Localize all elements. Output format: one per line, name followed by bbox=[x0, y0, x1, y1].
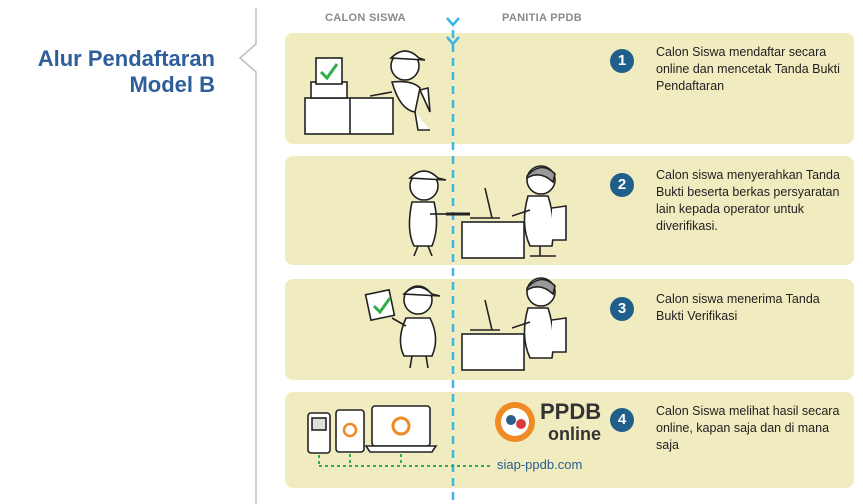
page-title-line2: Model B bbox=[129, 72, 215, 97]
logo-sub: online bbox=[548, 424, 601, 444]
step-number-1: 1 bbox=[610, 49, 634, 73]
student-submitting-icon bbox=[408, 170, 470, 257]
bracket-divider bbox=[238, 8, 257, 504]
website-link[interactable]: siap-ppdb.com bbox=[497, 457, 583, 472]
student-printing-icon bbox=[304, 50, 431, 135]
step-text-4: Calon Siswa melihat hasil secara online,… bbox=[656, 404, 840, 452]
column-header-panitia-ppdb: PANITIA PPDB bbox=[502, 12, 582, 24]
page-title-line1: Alur Pendaftaran bbox=[37, 46, 215, 71]
operator-verifying-icon bbox=[461, 277, 567, 371]
logo-brand: PPDB bbox=[540, 399, 602, 424]
chevron-down-icon bbox=[446, 17, 460, 27]
step-text-3: Calon siswa menerima Tanda Bukti Verifik… bbox=[656, 292, 820, 323]
step-text-2: Calon siswa menyerahkan Tanda Bukti bese… bbox=[656, 168, 840, 233]
step-number-3: 3 bbox=[610, 297, 634, 321]
step-panel-2 bbox=[285, 156, 854, 265]
step-number-4: 4 bbox=[610, 408, 634, 432]
network-dashed-lines bbox=[318, 454, 490, 467]
column-header-calon-siswa: CALON SISWA bbox=[325, 12, 406, 24]
ppdb-logo-icon bbox=[495, 402, 535, 442]
step-text-1: Calon Siswa mendaftar secara online dan … bbox=[656, 45, 840, 93]
devices-icon bbox=[307, 405, 438, 454]
operator-at-desk-icon bbox=[461, 165, 567, 259]
step-number-2: 2 bbox=[610, 173, 634, 197]
chevron-down-icon bbox=[446, 36, 460, 46]
student-receiving-icon bbox=[364, 285, 441, 369]
